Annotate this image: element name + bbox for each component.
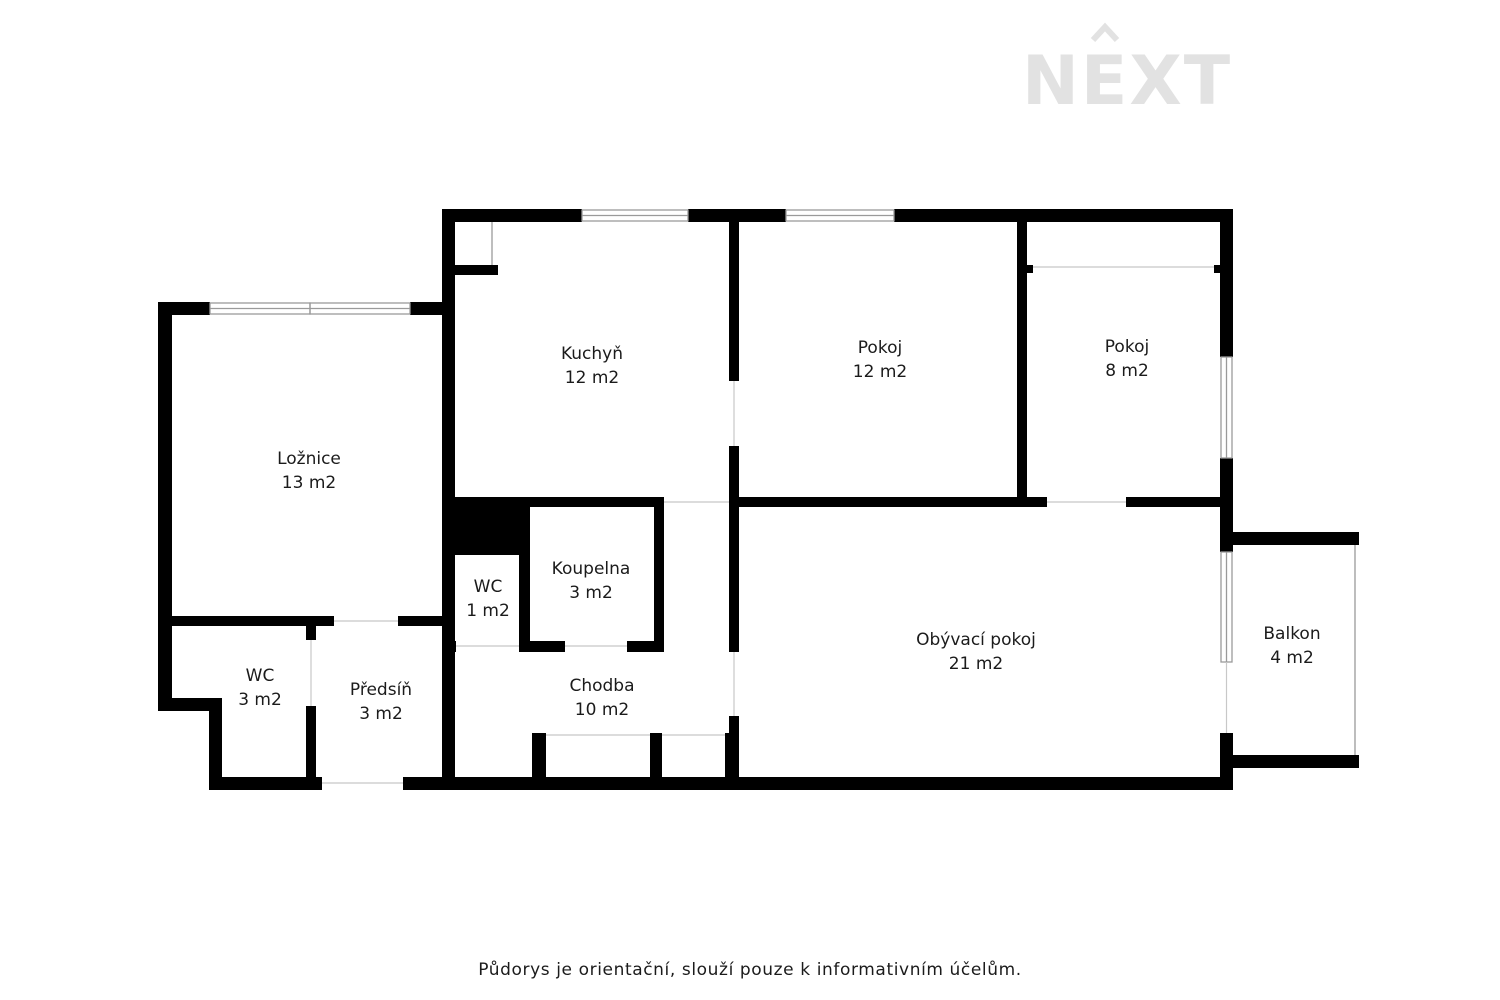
room-name: Kuchyň [561, 344, 623, 364]
wall-right-mid [1220, 458, 1233, 552]
room-area: 13 m2 [282, 473, 336, 493]
room-name: Předsíň [350, 680, 412, 700]
room-loznice: Ložnice 13 m2 [277, 449, 341, 493]
room-area: 1 m2 [466, 601, 510, 621]
wall-bedroom-bottom-left [158, 616, 334, 626]
wall-wc-sep-upper [306, 616, 316, 640]
wall-ledge-left [1017, 265, 1033, 273]
room-area: 12 m2 [565, 368, 619, 388]
wall-wc-small-top [442, 545, 530, 555]
room-pokoj-1: Pokoj 12 m2 [853, 338, 907, 382]
wall-koupelna-right [654, 497, 664, 652]
room-name: Chodba [569, 676, 634, 696]
wall-kitchen-bottom [442, 497, 664, 507]
wall-alcove-mid [650, 733, 662, 790]
logo-wordmark: NEXT [1022, 42, 1232, 121]
room-name: WC [246, 666, 275, 686]
wall-kitchen-left-upper [442, 209, 455, 317]
room-wc-large: WC 3 m2 [238, 666, 282, 710]
wall-balcony-top [1220, 532, 1359, 545]
room-name: Obývací pokoj [916, 630, 1036, 650]
wall-bedroom-left [158, 302, 172, 711]
room-chodba: Chodba 10 m2 [569, 676, 634, 720]
room-obyvaci-pokoj: Obývací pokoj 21 m2 [916, 630, 1036, 674]
room-name: Pokoj [858, 338, 902, 358]
wall-pokoj-separator [1017, 209, 1027, 507]
room-name: Koupelna [552, 559, 631, 579]
room-name: Ložnice [277, 449, 341, 469]
room-area: 8 m2 [1105, 361, 1149, 381]
room-name: WC [474, 577, 503, 597]
wall-koupelna-bottom-left [519, 641, 565, 652]
room-area: 3 m2 [569, 583, 613, 603]
walls [158, 209, 1359, 790]
wall-bottom-left [209, 777, 322, 790]
wall-koupelna-bottom-right [627, 641, 664, 652]
wall-alcove-right [725, 733, 739, 790]
logo-roof-icon [1090, 22, 1120, 43]
wall-balcony-bottom [1220, 755, 1359, 768]
room-area: 3 m2 [359, 704, 403, 724]
door-openings [310, 266, 1228, 784]
room-name: Pokoj [1105, 337, 1149, 357]
wall-bedroom-bottom-right [398, 616, 455, 626]
wall-wc-notch [158, 698, 222, 711]
wall-wc-sep-lower [306, 706, 316, 790]
wall-bottom-right [403, 777, 1233, 790]
wall-wc-small-right [519, 497, 530, 652]
wall-wc-left [209, 698, 222, 790]
windows [209, 209, 1359, 755]
disclaimer-text: Půdorys je orientační, slouží pouze k in… [478, 960, 1022, 980]
wall-pokoj2-bottom [1126, 497, 1233, 507]
room-area: 10 m2 [575, 700, 629, 720]
wall-right-upper [1220, 209, 1233, 357]
room-pokoj-2: Pokoj 8 m2 [1105, 337, 1149, 381]
wall-alcove-left [532, 733, 546, 790]
wall-ledge-right [1214, 265, 1224, 273]
wall-pokoj-bottom [729, 497, 1047, 507]
room-predsin: Předsíň 3 m2 [350, 680, 412, 724]
installation-shaft [442, 497, 530, 553]
wall-living-left-upper [729, 497, 739, 652]
room-koupelna: Koupelna 3 m2 [552, 559, 631, 603]
room-name: Balkon [1263, 624, 1320, 644]
room-area: 21 m2 [949, 654, 1003, 674]
room-area: 4 m2 [1270, 648, 1314, 668]
room-wc-small: WC 1 m2 [466, 577, 510, 621]
wall-kitchen-right-upper [729, 209, 739, 381]
brand-logo: NEXT [1022, 22, 1232, 121]
room-area: 12 m2 [853, 362, 907, 382]
room-area: 3 m2 [238, 690, 282, 710]
room-balkon: Balkon 4 m2 [1263, 624, 1320, 668]
wall-closet [442, 265, 498, 275]
wall-wc-small-bottom [442, 641, 456, 652]
wall-kitchen-right-lower [729, 446, 739, 508]
room-kuchyn: Kuchyň 12 m2 [561, 344, 623, 388]
